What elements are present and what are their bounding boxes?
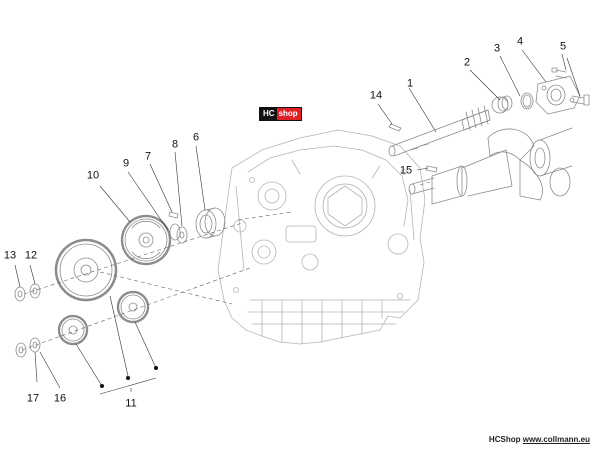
callout-7: 7 bbox=[144, 150, 152, 163]
callout-8: 8 bbox=[171, 138, 179, 151]
screws-part-5 bbox=[551, 67, 590, 106]
dowel-pin-part-15 bbox=[425, 165, 438, 173]
nut-part-13 bbox=[14, 286, 26, 302]
engine-crankcase bbox=[217, 129, 426, 345]
callout-2: 2 bbox=[463, 56, 471, 69]
washer-part-16 bbox=[29, 337, 41, 353]
callout-4: 4 bbox=[516, 35, 524, 48]
callout-13: 13 bbox=[3, 249, 17, 262]
callout-5: 5 bbox=[559, 40, 567, 53]
camshaft-gear-part-10 bbox=[120, 214, 172, 266]
nut-part-17 bbox=[15, 342, 27, 358]
callout-17: 17 bbox=[26, 392, 40, 405]
callout-1: 1 bbox=[406, 77, 414, 90]
leader-dots bbox=[100, 366, 158, 388]
leader-lines bbox=[14, 49, 581, 395]
callout-16: 16 bbox=[53, 392, 67, 405]
crankshaft bbox=[408, 127, 573, 205]
assembly-axis-lines bbox=[21, 181, 431, 351]
footer-brand: HCShop bbox=[488, 435, 521, 444]
footer-url: www.collmann.eu bbox=[522, 435, 590, 444]
spacer-part-7 bbox=[176, 226, 188, 244]
washer-part-12 bbox=[29, 283, 41, 299]
callout-15: 15 bbox=[399, 164, 413, 177]
callout-11: 11 bbox=[125, 397, 137, 410]
callout-14: 14 bbox=[369, 89, 383, 102]
callout-9: 9 bbox=[122, 157, 130, 170]
dowel-pin-part-14 bbox=[388, 123, 402, 132]
primary-shaft bbox=[388, 96, 509, 157]
callout-12: 12 bbox=[24, 249, 38, 262]
logo-hc: HC bbox=[260, 108, 277, 120]
gear-part-11-c bbox=[57, 314, 89, 346]
bushing-part-2 bbox=[497, 95, 513, 112]
bearing-part-6 bbox=[195, 207, 226, 239]
key-part-8 bbox=[168, 211, 179, 219]
gear-part-11-b bbox=[116, 290, 150, 324]
large-gear-part-11 bbox=[54, 238, 118, 302]
callout-3: 3 bbox=[493, 42, 501, 55]
footer-watermark: HCShop www.collmann.eu bbox=[489, 435, 590, 444]
o-ring-part-3 bbox=[520, 92, 534, 110]
washer-part-9 bbox=[169, 223, 181, 241]
flange-part-4 bbox=[535, 75, 581, 115]
callout-6: 6 bbox=[192, 131, 200, 144]
callout-10: 10 bbox=[86, 169, 100, 182]
logo-shop: shop bbox=[276, 108, 301, 120]
